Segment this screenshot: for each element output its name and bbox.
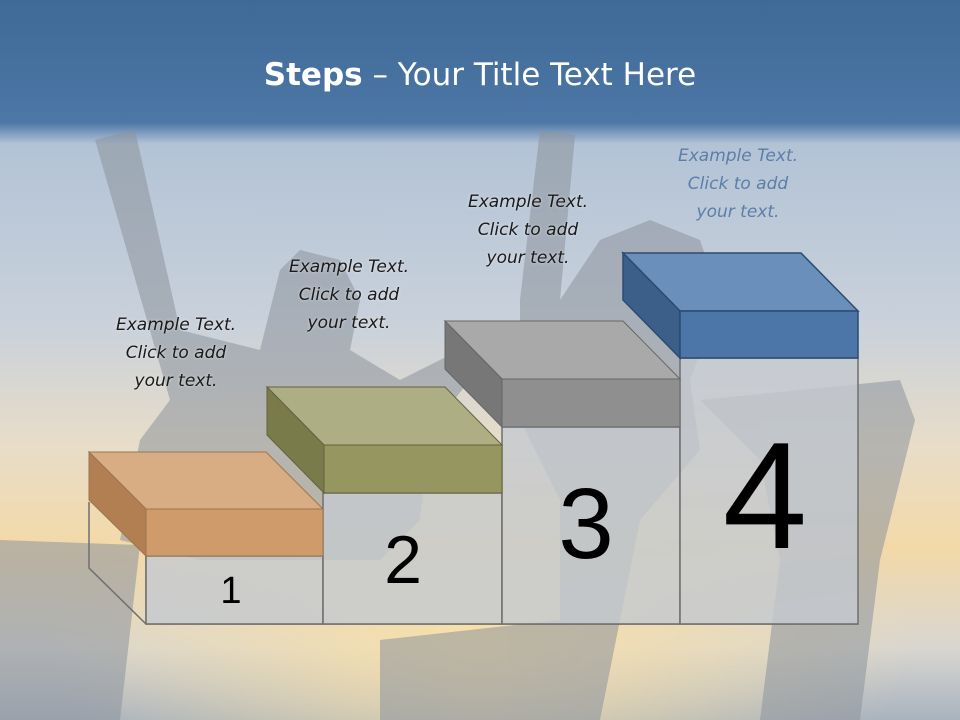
step-3-caption[interactable]: Example Text. Click to add your text. — [428, 188, 628, 272]
caption-line: Click to add — [477, 220, 579, 240]
title-bold: Steps — [263, 57, 363, 93]
step-number-1: 1 — [220, 570, 242, 612]
column-2 — [322, 492, 503, 625]
step-number-2: 2 — [384, 522, 422, 598]
caption-line: Example Text. — [467, 192, 589, 212]
caption-line: your text. — [307, 313, 391, 333]
caption-line: your text. — [486, 248, 570, 268]
caption-line: Example Text. — [677, 146, 799, 166]
caption-line: your text. — [696, 202, 780, 222]
caption-line: Example Text. — [288, 257, 410, 277]
caption-line: Click to add — [125, 343, 227, 363]
column-1 — [145, 555, 324, 625]
step-1-caption[interactable]: Example Text. Click to add your text. — [76, 311, 276, 395]
step-number-3: 3 — [558, 468, 614, 580]
step-4-caption[interactable]: Example Text. Click to add your text. — [638, 142, 838, 226]
caption-line: Click to add — [687, 174, 789, 194]
step-block-2 — [265, 385, 504, 495]
step-block-4 — [621, 251, 860, 360]
step-block-3 — [443, 319, 682, 429]
caption-line: your text. — [134, 371, 218, 391]
column-3 — [501, 426, 681, 625]
step-block-1 — [87, 450, 325, 558]
title-text: – Your Title Text Here — [362, 57, 697, 93]
slide-title[interactable]: Steps – Your Title Text Here — [0, 52, 960, 98]
step-2-caption[interactable]: Example Text. Click to add your text. — [249, 253, 449, 337]
column-4 — [679, 357, 859, 625]
step-number-4: 4 — [722, 411, 808, 581]
caption-line: Example Text. — [115, 315, 237, 335]
caption-line: Click to add — [298, 285, 400, 305]
step-columns — [145, 357, 859, 625]
